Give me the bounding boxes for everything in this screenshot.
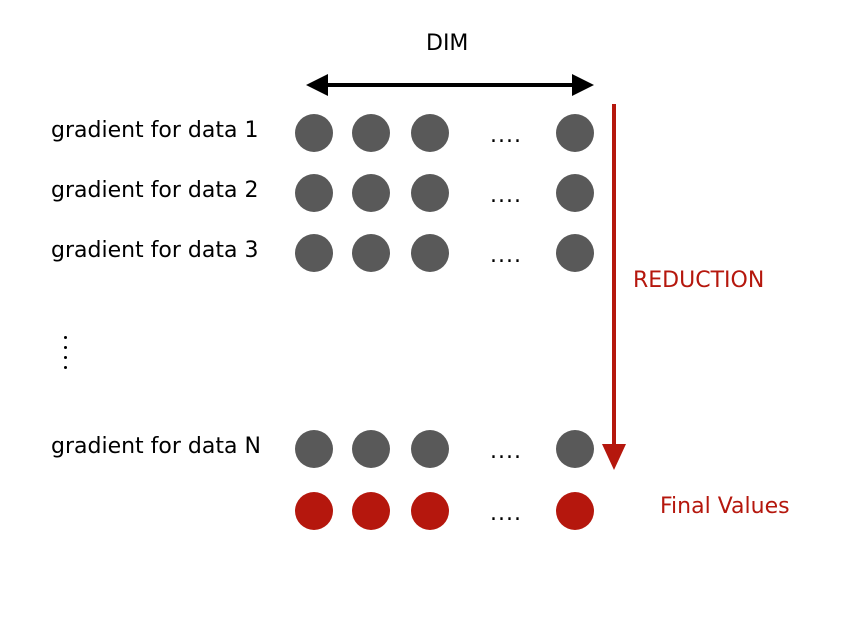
final-ellipsis: .... (490, 500, 522, 526)
dim-label: DIM (426, 31, 469, 56)
row-label: gradient for data 1 (51, 118, 259, 143)
gradient-dot (411, 430, 449, 468)
row-ellipsis: .... (490, 182, 522, 208)
row-label: gradient for data 2 (51, 178, 259, 203)
gradient-dot (352, 234, 390, 272)
gradient-dot (352, 430, 390, 468)
gradient-dot (352, 174, 390, 212)
gradient-dot (295, 234, 333, 272)
row-label: gradient for data 3 (51, 238, 259, 263)
gradient-dot (295, 114, 333, 152)
final-value-dot (295, 492, 333, 530)
gradient-dot (411, 234, 449, 272)
row-label: gradient for data N (51, 434, 261, 459)
gradient-dot (556, 174, 594, 212)
row-ellipsis: .... (490, 438, 522, 464)
reduction-label: REDUCTION (633, 268, 765, 293)
final-values-label: Final Values (660, 494, 790, 519)
vertical-ellipsis-icon (64, 336, 67, 376)
gradient-dot (556, 114, 594, 152)
final-value-dot (352, 492, 390, 530)
gradient-dot (411, 114, 449, 152)
final-value-dot (556, 492, 594, 530)
gradient-dot (295, 430, 333, 468)
gradient-dot (411, 174, 449, 212)
gradient-dot (556, 430, 594, 468)
row-ellipsis: .... (490, 122, 522, 148)
gradient-dot (556, 234, 594, 272)
gradient-dot (352, 114, 390, 152)
final-value-dot (411, 492, 449, 530)
gradient-dot (295, 174, 333, 212)
down-arrow-icon (602, 104, 626, 470)
row-ellipsis: .... (490, 242, 522, 268)
double-headed-arrow-icon (306, 74, 594, 96)
